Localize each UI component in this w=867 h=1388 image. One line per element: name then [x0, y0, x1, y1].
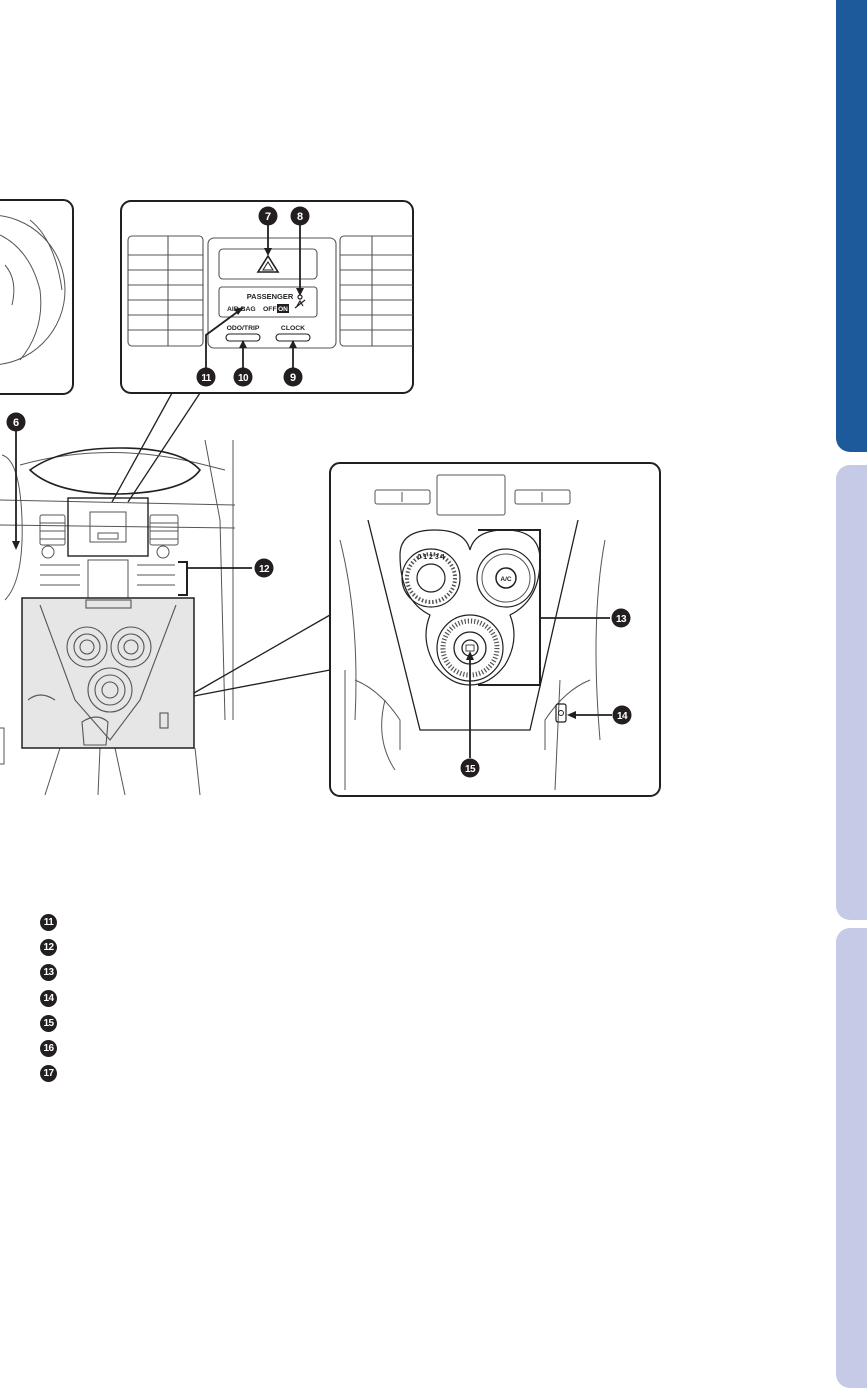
- legend-item: 12: [40, 935, 57, 960]
- callout-12: 12: [254, 558, 274, 578]
- power-outlet-switch[interactable]: [555, 703, 567, 723]
- callout-9: 9: [283, 367, 303, 387]
- callout-13: 13: [611, 608, 631, 628]
- callout-7: 7: [258, 206, 278, 226]
- legend-number: 17: [40, 1065, 57, 1083]
- legend-item: 15: [40, 1011, 57, 1036]
- callout-14: 14: [612, 705, 632, 725]
- side-tab-active[interactable]: [836, 0, 867, 452]
- odo-trip-label: ODO/TRIP: [227, 325, 260, 332]
- legend-number: 11: [40, 914, 57, 932]
- ac-button-label: A/C: [500, 576, 512, 583]
- dashboard-drawing: [0, 439, 236, 796]
- side-tab-3[interactable]: [836, 928, 867, 1388]
- fan-speed-marks: 0 1 2 3 4: [417, 554, 444, 561]
- climate-control-inset: 0 1 2 3 4 A/C: [329, 462, 661, 797]
- legend-number: 16: [40, 1040, 57, 1058]
- svg-text:10: 10: [238, 373, 249, 384]
- legend-number: 14: [40, 989, 57, 1007]
- svg-text:14: 14: [617, 711, 628, 722]
- svg-text:7: 7: [265, 211, 271, 223]
- legend-item: 13: [40, 960, 57, 985]
- legend-number: 15: [40, 1014, 57, 1032]
- callout-10: 10: [233, 367, 253, 387]
- clock-label: CLOCK: [281, 325, 305, 332]
- legend-number: 13: [40, 964, 57, 982]
- console-highlight-box: [21, 597, 195, 749]
- svg-text:8: 8: [297, 211, 303, 223]
- callout-15: 15: [460, 758, 480, 778]
- side-tab-2[interactable]: [836, 465, 867, 920]
- steering-wheel-inset: [0, 199, 74, 395]
- airbag-on-label: ON: [278, 306, 288, 313]
- airbag-off-label: OFF: [263, 306, 277, 313]
- svg-text:11: 11: [201, 373, 211, 384]
- svg-text:15: 15: [465, 764, 476, 775]
- svg-text:12: 12: [259, 564, 270, 575]
- passenger-label: PASSENGER: [247, 292, 294, 301]
- callout-11: 11: [196, 367, 216, 387]
- legend-item: 14: [40, 986, 57, 1011]
- legend-item: 11: [40, 910, 57, 935]
- hazard-panel-inset: PASSENGER AIR BAG OFF ON ODO/TRIP CLOCK: [120, 200, 414, 394]
- legend-item: 17: [40, 1061, 57, 1086]
- svg-text:9: 9: [290, 372, 296, 384]
- svg-text:6: 6: [13, 417, 19, 429]
- callout-8: 8: [290, 206, 310, 226]
- svg-text:13: 13: [616, 614, 627, 625]
- legend-list: 11 12 13 14 15 16 17: [40, 910, 57, 1086]
- legend-item: 16: [40, 1036, 57, 1061]
- legend-number: 12: [40, 939, 57, 957]
- callout-6: 6: [6, 412, 26, 432]
